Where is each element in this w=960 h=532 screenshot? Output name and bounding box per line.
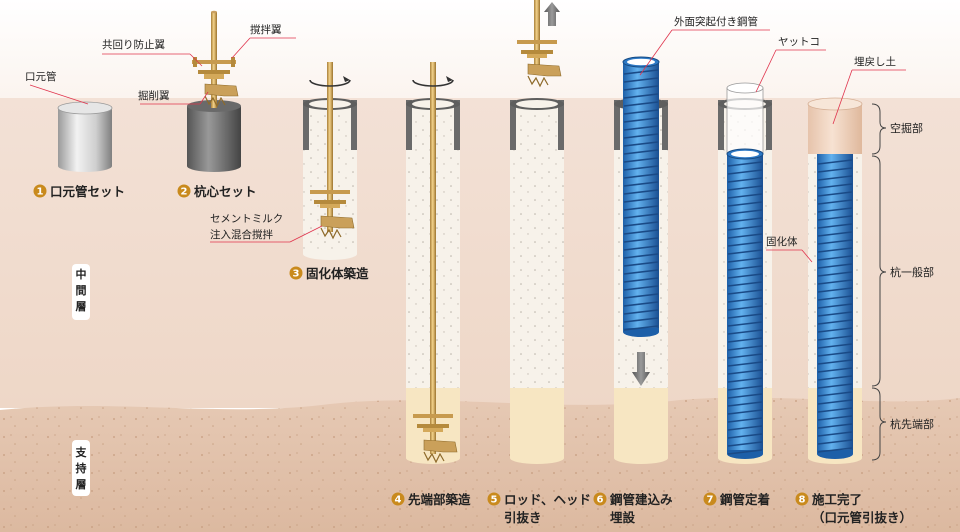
step-number-badge <box>391 492 405 506</box>
svg-text:固化体: 固化体 <box>766 235 798 248</box>
label-yattoko: ヤットコ <box>755 36 826 93</box>
ground-middle-layer <box>0 98 960 408</box>
label-anti-corotation-blade: 共回り防止翼 <box>102 38 203 67</box>
zone-bracket-pile-general: 杭一般部 <box>871 155 934 387</box>
step-caption-7: 7 鋼管定着 <box>703 492 770 507</box>
step5-borehole <box>510 0 564 464</box>
step-text-line2: （口元管引抜き） <box>812 510 912 525</box>
step-number: 1 <box>37 187 44 198</box>
svg-text:杭先端部: 杭先端部 <box>890 417 934 431</box>
zone-bracket-pile-tip: 杭先端部 <box>871 387 934 461</box>
step7-steel-pipe <box>726 148 764 459</box>
step-number: 6 <box>597 495 604 506</box>
step-caption-2: 2 杭心セット <box>177 184 257 199</box>
step-text-line2: 引抜き <box>504 510 542 525</box>
step-text: 口元管セット <box>50 184 125 199</box>
step-caption-1: 1 口元管セット <box>33 184 125 199</box>
step-text: 杭心セット <box>194 184 257 199</box>
step8-backfill <box>807 97 863 154</box>
sky <box>0 0 960 98</box>
step-number: 2 <box>181 187 188 198</box>
step-caption-4: 4 先端部築造 <box>391 492 471 507</box>
step3-borehole <box>303 62 357 260</box>
step-text: 先端部築造 <box>408 492 471 507</box>
svg-text:共回り防止翼: 共回り防止翼 <box>102 38 165 51</box>
label-cement-milk: セメントミルク 注入混合撹拌 <box>210 213 323 243</box>
label-guide-pipe: 口元管 <box>25 70 89 105</box>
step1-guide-pipe <box>57 101 113 172</box>
svg-text:外面突起付き鋼管: 外面突起付き鋼管 <box>674 15 758 28</box>
step-text: 鋼管建込み <box>609 492 673 507</box>
step-number: 8 <box>799 495 806 506</box>
step6-steel-pipe <box>622 56 660 337</box>
step-number: 7 <box>707 495 714 506</box>
svg-text:口元管: 口元管 <box>25 70 57 83</box>
layer-label-support: 支持層 <box>72 440 90 496</box>
step-text: 施工完了 <box>812 492 862 507</box>
svg-text:支持層: 支持層 <box>75 445 88 491</box>
step-text: 鋼管定着 <box>719 492 770 507</box>
step-text-line2: 埋設 <box>610 510 636 525</box>
zone-bracket-empty-excavation: 空掘部 <box>871 103 923 155</box>
svg-text:埋戻し土: 埋戻し土 <box>854 55 896 68</box>
step-caption-8: 8 施工完了 （口元管引抜き） <box>795 492 912 525</box>
step-number-badge <box>487 492 501 506</box>
svg-text:ヤットコ: ヤットコ <box>778 36 820 48</box>
svg-text:セメントミルク: セメントミルク <box>210 213 283 225</box>
step-number-badge <box>795 492 809 506</box>
step-number-badge <box>593 492 607 506</box>
label-solidified-body: 固化体 <box>766 235 813 263</box>
step-number: 4 <box>395 495 402 506</box>
svg-text:掘削翼: 掘削翼 <box>138 89 170 102</box>
step-number-badge <box>177 184 191 198</box>
step-number: 5 <box>491 495 498 506</box>
step6-down-arrow <box>632 352 650 386</box>
step-number-badge <box>703 492 717 506</box>
label-backfill: 埋戻し土 <box>832 55 906 125</box>
step8-steel-pipe <box>817 154 853 459</box>
label-pipe-with-projections: 外面突起付き鋼管 <box>639 15 770 76</box>
step7-yattoko <box>726 82 764 155</box>
step-text: ロッド、ヘッド <box>504 492 591 507</box>
svg-text:杭一般部: 杭一般部 <box>890 265 934 279</box>
step4-borehole <box>406 62 460 464</box>
step-number-badge <box>33 184 47 198</box>
step2-drill-rod <box>192 10 239 108</box>
svg-text:空掘部: 空掘部 <box>890 121 923 135</box>
label-excavation-blade: 掘削翼 <box>138 89 209 105</box>
svg-text:中間層: 中間層 <box>76 267 87 313</box>
svg-text:撹拌翼: 撹拌翼 <box>250 23 282 36</box>
svg-text:注入混合撹拌: 注入混合撹拌 <box>210 228 273 241</box>
step-text: 固化体築造 <box>306 266 369 281</box>
layer-label-middle: 中間層 <box>72 264 90 320</box>
step-caption-3: 3 固化体築造 <box>289 266 369 281</box>
step-number-badge <box>289 266 303 280</box>
step2-guide-pipe <box>187 100 241 172</box>
step-number: 3 <box>293 269 300 280</box>
label-mixing-blade: 撹拌翼 <box>231 23 296 59</box>
